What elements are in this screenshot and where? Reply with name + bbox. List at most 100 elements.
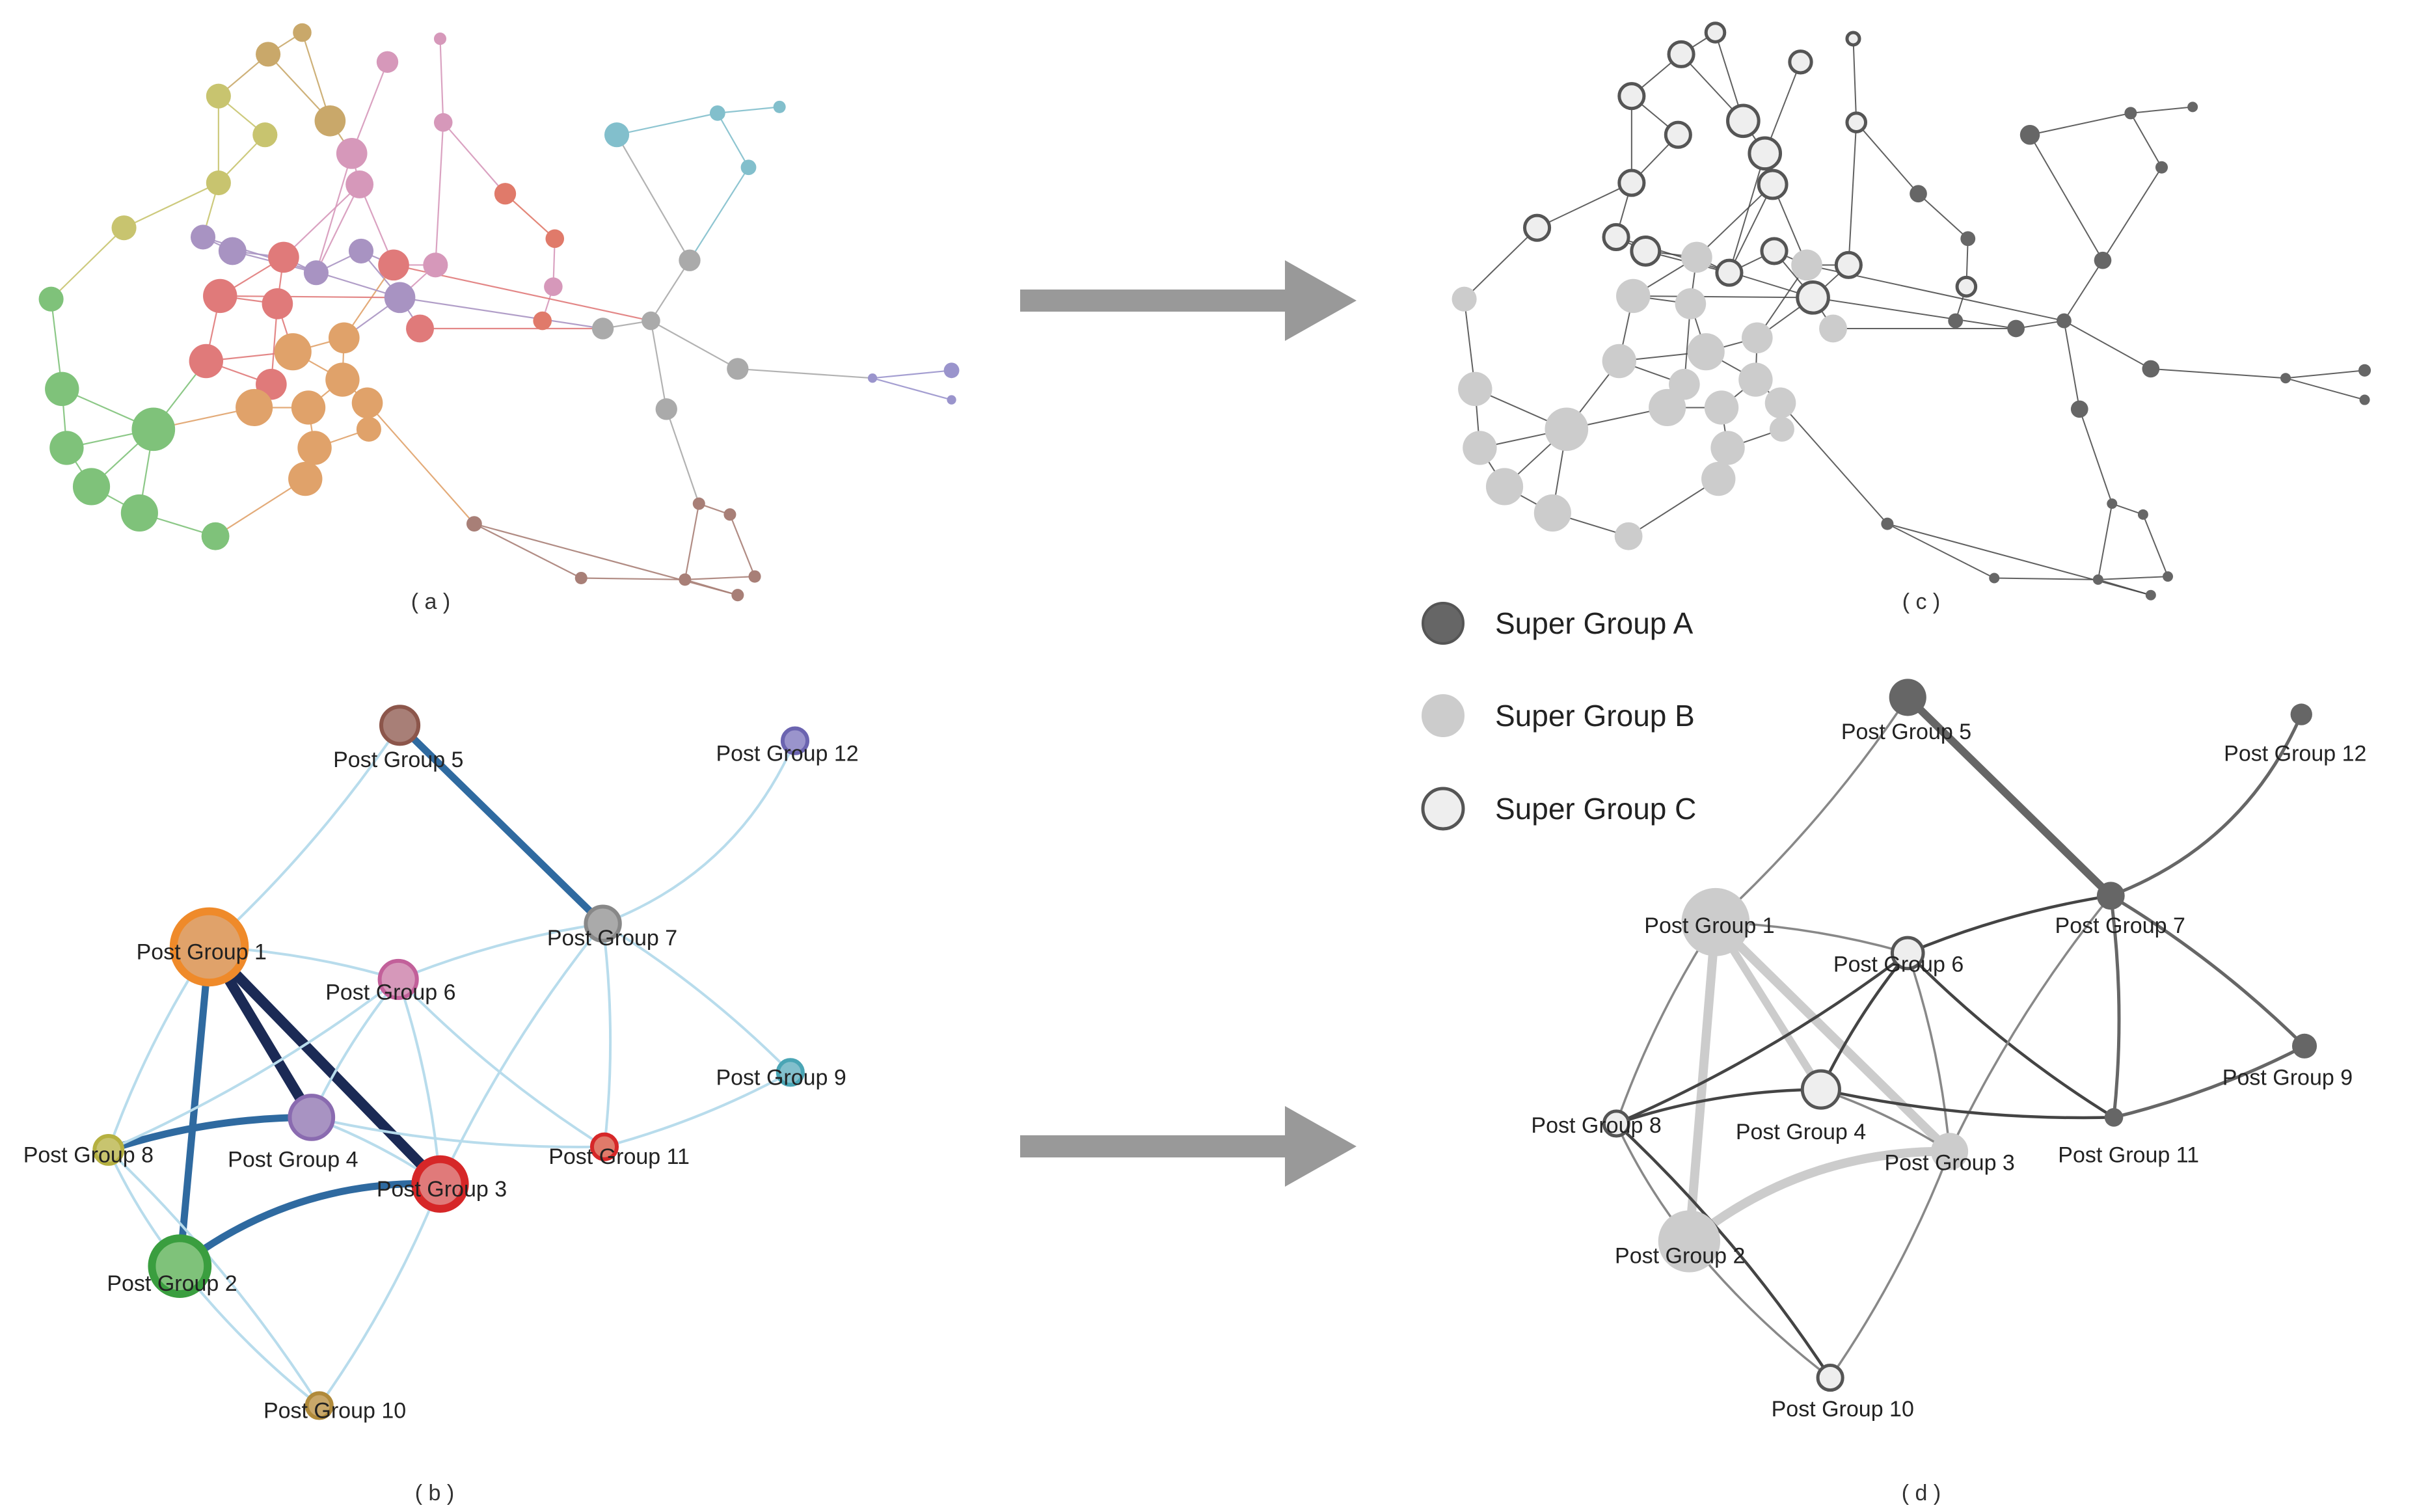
graph-edge [2097, 503, 2113, 580]
panel-a-node-link-graph [38, 23, 960, 602]
graph-edge [2063, 320, 2152, 370]
graph-edge [1994, 577, 2098, 580]
graph-edge [124, 182, 219, 229]
post-group-label-1: Post Group 1 [137, 939, 267, 964]
arrow-right-top [1020, 260, 1357, 341]
graph-node [433, 113, 453, 132]
graph-node [574, 571, 587, 585]
graph-node [1791, 249, 1822, 281]
graph-node [236, 388, 273, 427]
graph-edge [2079, 409, 2113, 504]
graph-node [2155, 161, 2168, 174]
graph-node [378, 249, 409, 281]
edges [50, 32, 952, 596]
graph-node [1788, 49, 1813, 75]
graph-node [1726, 103, 1761, 139]
post-group-edge [2112, 1044, 2306, 1119]
graph-node [1463, 431, 1497, 465]
graph-node [466, 516, 482, 532]
graph-node [252, 122, 278, 148]
graph-node [293, 23, 312, 42]
graph-node [1741, 322, 1773, 354]
graph-node [1757, 169, 1789, 200]
graph-node [1845, 111, 1868, 133]
graph-node [203, 278, 237, 314]
graph-edge [1728, 153, 1766, 273]
graph-node [723, 508, 736, 521]
graph-edge [650, 260, 690, 321]
graph-node [111, 215, 137, 241]
post-group-label-6: Post Group 6 [1833, 952, 1964, 977]
post-group-label-3: Post Group 3 [1885, 1150, 2015, 1175]
graph-edge [2130, 106, 2193, 114]
graph-edge [2111, 503, 2144, 515]
post-group-node-4 [1800, 1069, 1841, 1110]
post-group-label-10: Post Group 10 [263, 1399, 406, 1424]
graph-edge [684, 503, 700, 580]
graph-node [748, 570, 761, 583]
graph-node [433, 33, 447, 46]
graph-node [2057, 313, 2072, 329]
graph-edge [315, 153, 353, 273]
post-group-edge [1819, 951, 1910, 1091]
caption-c: ( c ) [1902, 589, 1941, 614]
transition-arrows [1020, 260, 1357, 1187]
graph-node [1760, 237, 1789, 265]
graph-node [1834, 250, 1863, 279]
post-group-label-5: Post Group 5 [333, 748, 463, 772]
post-group-label-4: Post Group 4 [1736, 1120, 1866, 1144]
post-group-edge [107, 1148, 321, 1407]
graph-edge [872, 370, 952, 379]
graph-edge [1852, 38, 1857, 123]
graph-node [1748, 136, 1783, 171]
graph-edge [1696, 183, 1774, 258]
graph-node [740, 159, 757, 176]
graph-node [2145, 589, 2156, 601]
graph-node [1704, 21, 1727, 44]
post-group-node-10 [304, 1391, 334, 1420]
post-group-edge [1710, 917, 1954, 1156]
graph-node [2163, 571, 2174, 582]
graph-node [1989, 573, 2000, 584]
graph-node [2124, 107, 2137, 120]
arrow-right-bottom [1020, 1106, 1357, 1187]
graph-edge [872, 377, 952, 401]
post-group-label-1: Post Group 1 [1644, 913, 1774, 938]
post-group-edge [2109, 712, 2303, 898]
graph-node [2094, 251, 2112, 269]
graph-node [45, 371, 79, 407]
graph-node [1948, 313, 1964, 329]
post-group-node-12 [2290, 703, 2312, 725]
graph-node [1704, 390, 1739, 425]
post-group-node-8 [1602, 1109, 1630, 1138]
graph-edge [2102, 167, 2163, 261]
graph-edge [2129, 113, 2163, 168]
caption-a: ( a ) [411, 589, 450, 614]
graph-node [1649, 388, 1686, 427]
post-group-edge [176, 1180, 444, 1270]
graph-edge [435, 122, 444, 265]
graph-edge [717, 106, 780, 114]
post-group-node-9 [776, 1058, 805, 1087]
graph-edge [1779, 402, 1888, 524]
post-group-node-10 [1816, 1364, 1844, 1392]
graph-edge [2285, 370, 2365, 379]
graph-node [1664, 120, 1692, 149]
graph-node [38, 286, 64, 312]
graph-edge [737, 368, 873, 379]
graph-node [604, 122, 630, 148]
post-group-label-9: Post Group 9 [716, 1065, 846, 1090]
graph-node [206, 170, 231, 196]
graph-edge [315, 183, 360, 273]
post-group-label-8: Post Group 8 [1531, 1113, 1661, 1138]
graph-node [206, 83, 231, 109]
post-group-edge [1615, 1122, 1832, 1379]
graph-node [591, 317, 614, 340]
post-group-edge [2109, 894, 2121, 1119]
super-group-legend: Super Group A Super Group B Super Group … [1421, 602, 1696, 831]
graph-node [120, 494, 158, 532]
graph-node [328, 322, 360, 354]
graph-node [494, 183, 517, 205]
graph-node [544, 277, 563, 296]
